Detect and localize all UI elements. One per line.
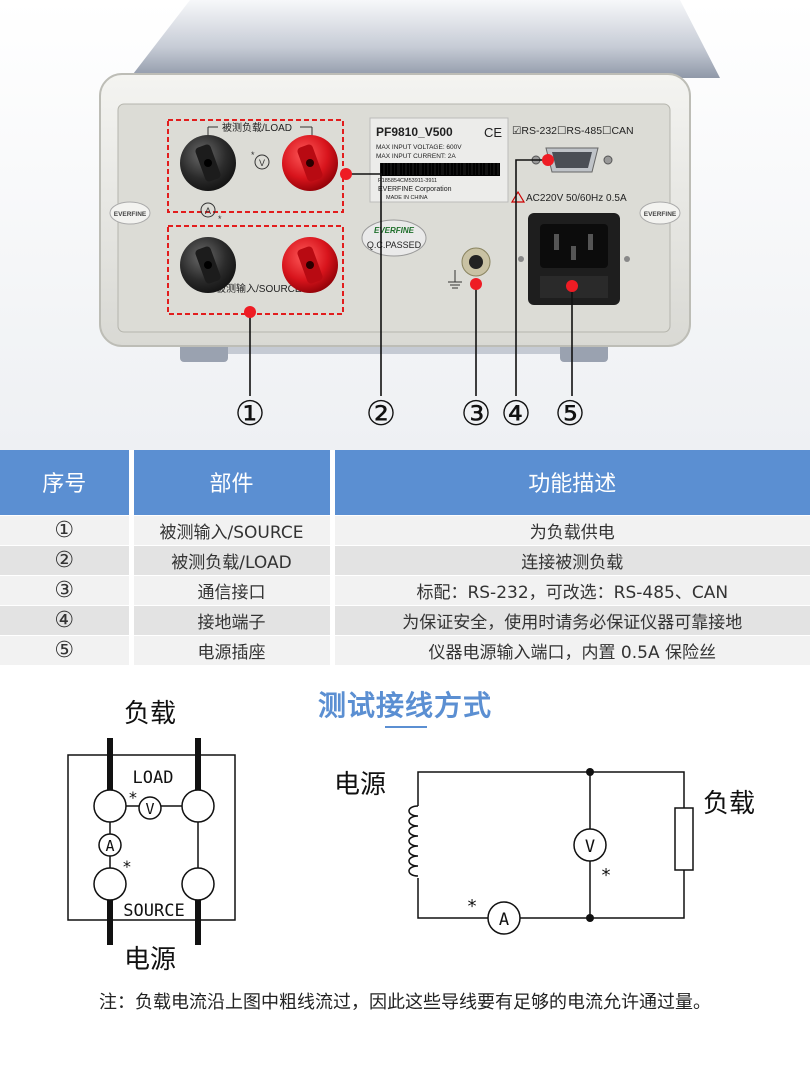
left-voltmeter: V <box>145 800 154 818</box>
wiring-diagrams: 负载 V * A * LOAD SOURCE 电源 电源 负载 <box>67 699 755 975</box>
circuit-diagram: 电源 负载 V * A * <box>334 768 755 935</box>
row-description: 为负载供电 <box>332 514 810 545</box>
right-ammeter: A <box>499 910 509 930</box>
power-inlet-socket <box>518 213 630 305</box>
model-number: PF9810_V500 <box>376 125 453 139</box>
load-terminal-box <box>167 119 344 213</box>
left-star-a: * <box>122 857 132 876</box>
callout-dots <box>244 154 578 318</box>
section-title-underline <box>385 726 427 728</box>
table-header-row: 序号 部件 功能描述 <box>0 450 810 515</box>
callout-lines <box>249 159 573 396</box>
load-terminal-label: 被测负载/LOAD <box>222 121 292 134</box>
row-index: ② <box>0 544 134 575</box>
serial-number: P185854CM53911-3911 <box>378 178 437 184</box>
right-star-v: * <box>601 865 612 886</box>
side-logo-left: EVERFINE <box>114 211 147 218</box>
component-table: 序号 部件 功能描述 ① 被测输入/SOURCE 为负载供电 ② 被测负载/LO… <box>0 450 810 665</box>
barcode <box>380 163 500 176</box>
load-black-terminal <box>180 135 236 191</box>
row-part: 电源插座 <box>131 634 335 665</box>
right-source-label: 电源 <box>334 770 386 800</box>
right-voltmeter: V <box>585 837 595 857</box>
right-star-a: * <box>467 896 478 917</box>
db9-serial-port <box>531 147 613 173</box>
header-index: 序号 <box>0 450 134 515</box>
company-name: EVERFINE Corporation <box>378 186 452 193</box>
row-description: 仪器电源输入端口，内置 0.5A 保险丝 <box>332 634 810 665</box>
photo-voltmeter-symbol: V <box>259 158 265 168</box>
row-part: 被测输入/SOURCE <box>131 514 335 545</box>
terminal-wiring-diagram: 负载 V * A * LOAD SOURCE 电源 <box>67 699 236 975</box>
ac-rating-text: AC220V 50/60Hz 0.5A <box>526 193 627 204</box>
max-current-text: MAX INPUT CURRENT: 2A <box>376 153 456 160</box>
callout-2: ② <box>366 395 396 433</box>
callout-1: ① <box>235 395 265 433</box>
table-row: ① 被测输入/SOURCE 为负载供电 <box>0 514 810 545</box>
section-title: 测试接线方式 <box>317 689 492 722</box>
ground-terminal <box>448 247 491 289</box>
callout-4: ④ <box>501 395 531 433</box>
row-description: 连接被测负载 <box>332 544 810 575</box>
left-source-label: 电源 <box>124 945 176 975</box>
row-index: ① <box>0 514 134 545</box>
table-row: ④ 接地端子 为保证安全，使用时请务必保证仪器可靠接地 <box>0 604 810 635</box>
header-description: 功能描述 <box>332 450 810 515</box>
left-star-v: * <box>128 788 138 807</box>
device-rear-panel-photo: EVERFINE EVERFINE 被测负载/LOAD 被测输入/SOURCE … <box>0 0 810 450</box>
comm-options-text: ☑RS-232☐RS-485☐CAN <box>512 125 634 137</box>
photo-star-a: * <box>218 214 222 224</box>
row-part: 接地端子 <box>131 604 335 635</box>
row-part: 通信接口 <box>131 574 335 605</box>
left-load-label: 负载 <box>124 699 176 729</box>
source-terminal-box <box>167 225 344 315</box>
max-voltage-text: MAX INPUT VOLTAGE: 600V <box>376 144 462 151</box>
load-red-terminal <box>282 135 338 191</box>
table-row: ⑤ 电源插座 仪器电源输入端口，内置 0.5A 保险丝 <box>0 634 810 665</box>
row-index: ③ <box>0 574 134 605</box>
wiring-note: 注：负载电流沿上图中粗线流过，因此这些导线要有足够的电流允许通过量。 <box>99 992 711 1013</box>
qc-passed-text: Q.C.PASSED <box>367 240 422 250</box>
qc-brand: EVERFINE <box>374 226 415 235</box>
left-source-text: SOURCE <box>123 901 184 921</box>
source-terminal-label: 被测输入/SOURCE <box>216 282 302 295</box>
source-black-terminal <box>180 237 236 293</box>
row-description: 为保证安全，使用时请务必保证仪器可靠接地 <box>332 604 810 635</box>
photo-star-v: * <box>251 150 255 160</box>
callout-5: ⑤ <box>555 395 585 433</box>
photo-ammeter-symbol: A <box>205 206 211 216</box>
row-index: ⑤ <box>0 634 134 665</box>
source-red-terminal <box>282 237 338 293</box>
left-ammeter: A <box>105 837 114 855</box>
row-part: 被测负载/LOAD <box>131 544 335 575</box>
callout-3: ③ <box>461 395 491 433</box>
row-description: 标配：RS-232，可改选：RS-485、CAN <box>332 574 810 605</box>
right-load-label: 负载 <box>703 789 755 819</box>
ce-mark: CE <box>484 125 502 140</box>
left-load-text: LOAD <box>133 768 174 788</box>
side-logo-right: EVERFINE <box>644 211 677 218</box>
header-part: 部件 <box>131 450 335 515</box>
table-row: ③ 通信接口 标配：RS-232，可改选：RS-485、CAN <box>0 574 810 605</box>
made-in-text: MADE IN CHINA <box>386 195 428 201</box>
table-row: ② 被测负载/LOAD 连接被测负载 <box>0 544 810 575</box>
row-index: ④ <box>0 604 134 635</box>
